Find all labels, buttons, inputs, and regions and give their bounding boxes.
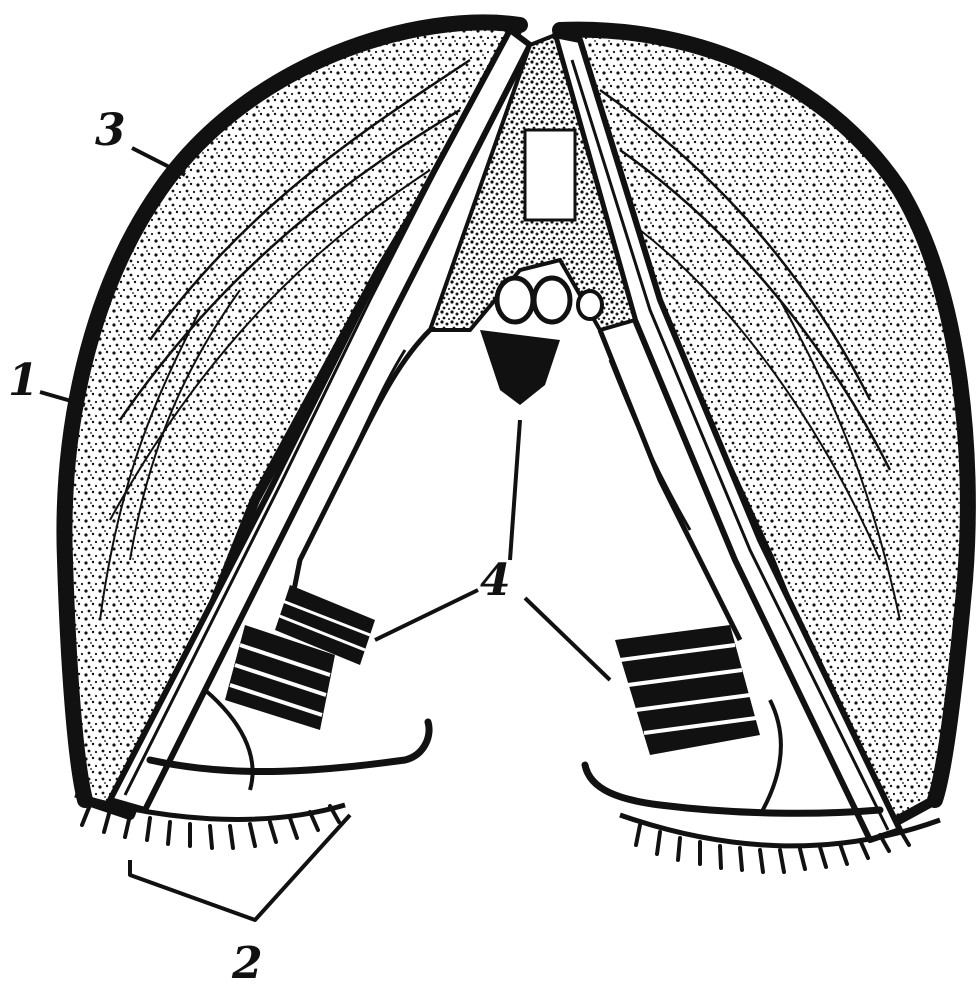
label-3: 3 <box>95 105 126 156</box>
leader-line-4b <box>375 590 478 640</box>
label-4: 4 <box>480 555 511 606</box>
leader-line-4c <box>525 598 610 680</box>
label-2: 2 <box>231 938 263 989</box>
label-1: 1 <box>8 355 39 406</box>
right-bristle-brush <box>615 625 760 755</box>
leader-line-4a <box>510 420 520 560</box>
right-valve <box>560 30 968 830</box>
